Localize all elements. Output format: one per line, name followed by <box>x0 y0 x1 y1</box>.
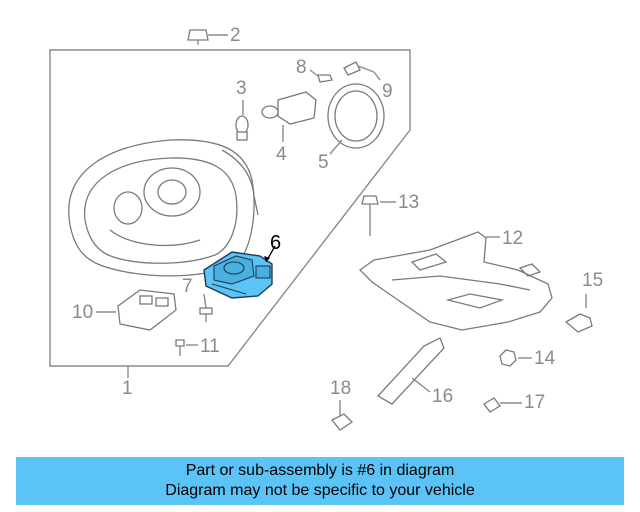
callout-4: 4 <box>276 144 287 165</box>
callout-15: 15 <box>582 270 603 291</box>
part-5-seal: 5 <box>318 83 385 173</box>
part-11-bolt: 11 <box>175 336 220 357</box>
callout-3: 3 <box>236 78 247 99</box>
part-8-clip: 8 <box>296 57 333 83</box>
part-9-screw: 9 <box>343 61 393 102</box>
callout-10: 10 <box>72 302 93 323</box>
headlamp-housing <box>68 139 259 277</box>
callout-17: 17 <box>524 392 545 413</box>
part-17-bolt: 17 <box>483 392 545 413</box>
part-18-bolt: 18 <box>330 378 354 431</box>
callout-2: 2 <box>230 25 241 46</box>
callout-8: 8 <box>296 57 307 78</box>
callout-9: 9 <box>382 81 393 102</box>
callout-1: 1 <box>122 378 133 399</box>
banner-line-1: Part or sub-assembly is #6 in diagram <box>185 462 455 479</box>
part-14-nut: 14 <box>499 348 556 369</box>
part-12-bracket: 12 <box>358 228 553 331</box>
part-2-grommet: 2 <box>187 25 241 46</box>
part-4-socket: 4 <box>261 91 317 165</box>
headlamp-assembly-frame <box>49 49 411 367</box>
part-10-control-module: 10 <box>72 289 177 331</box>
part-6-highlighted-module: 6 <box>203 232 281 299</box>
part-15-bolt: 15 <box>564 270 603 333</box>
parts-diagram: 2 3 4 5 8 9 6 <box>49 25 603 431</box>
callout-18: 18 <box>330 378 351 399</box>
callout-14: 14 <box>534 348 556 369</box>
part-7-stud: 7 <box>182 276 213 322</box>
callout-5: 5 <box>318 152 329 173</box>
callout-11: 11 <box>200 336 220 357</box>
callout-16: 16 <box>432 386 453 407</box>
callout-7: 7 <box>182 276 193 297</box>
banner-line-2: Diagram may not be specific to your vehi… <box>165 482 475 499</box>
part-16-trim-strip: 16 <box>376 337 453 407</box>
callout-6: 6 <box>270 232 281 254</box>
callout-13: 13 <box>398 192 419 213</box>
part-3-bulb: 3 <box>235 78 249 141</box>
callout-12: 12 <box>502 228 523 249</box>
part-13-bolt: 13 <box>361 192 419 236</box>
info-banner: Part or sub-assembly is #6 in diagram Di… <box>16 457 624 505</box>
